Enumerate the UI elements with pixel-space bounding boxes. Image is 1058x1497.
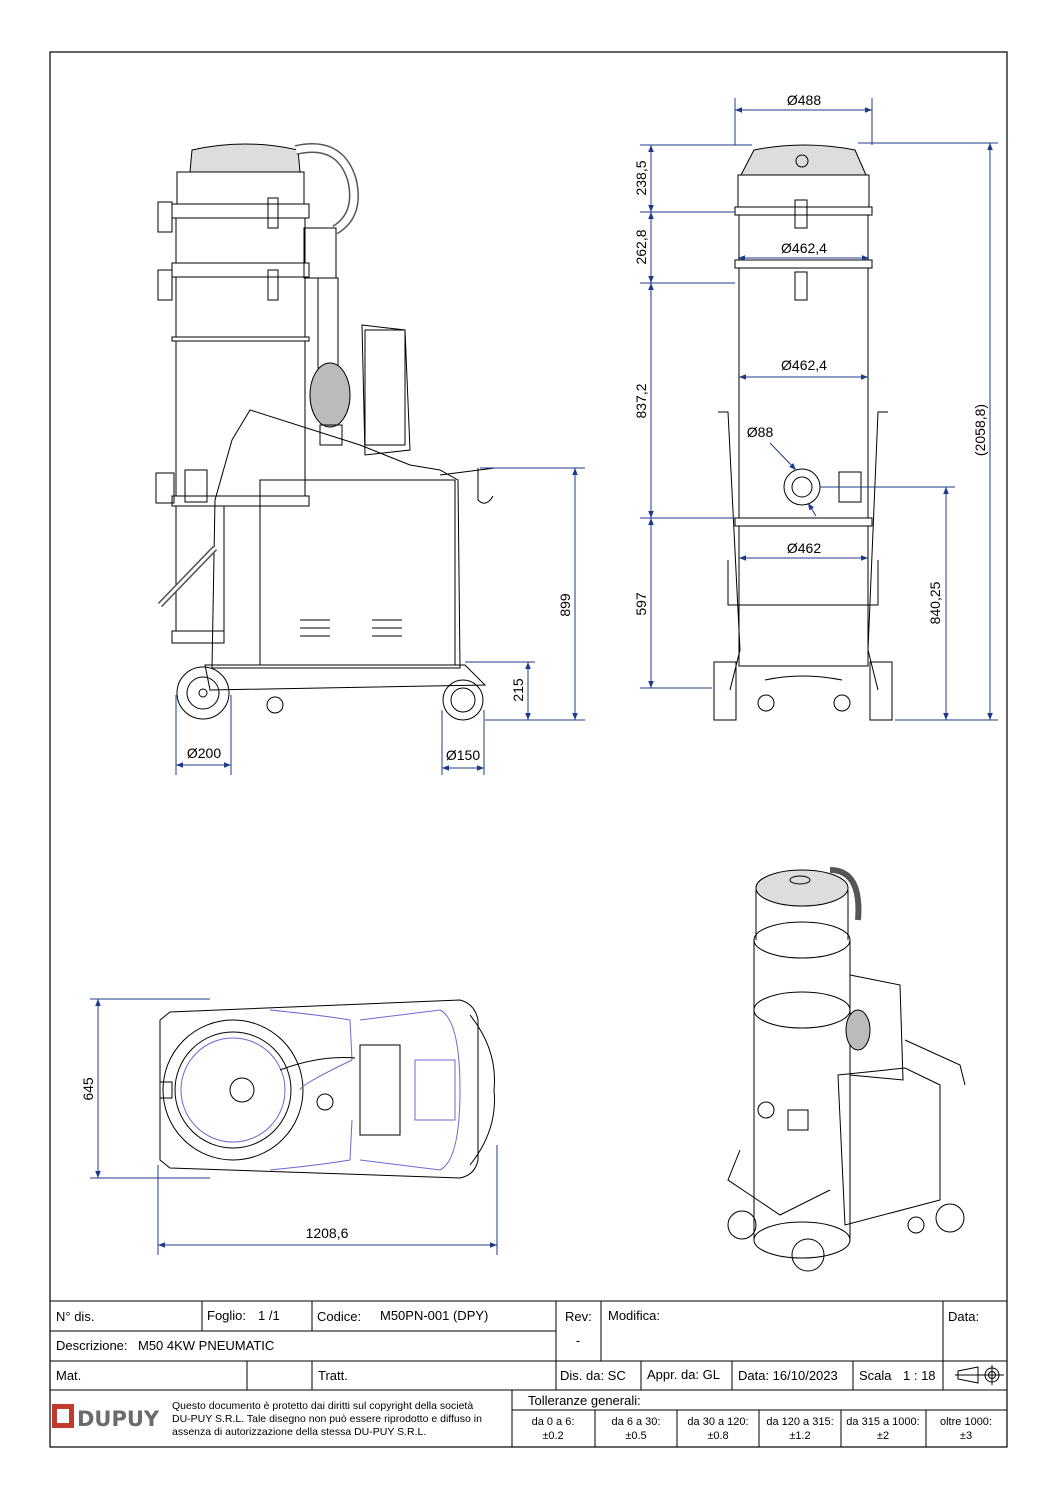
svg-text:DUPUY: DUPUY [77,1407,160,1431]
dim-840-25: 840,25 [927,581,943,624]
approved-by: Appr. da: GL [647,1367,720,1382]
isometric-view [727,867,966,1272]
dim-262-8: 262,8 [633,229,649,264]
description-label: Descrizione: [56,1338,128,1353]
dim-wheel-150: Ø150 [446,747,480,763]
issue-date: Data: 16/10/2023 [738,1368,838,1383]
dim-dia-88: Ø88 [747,424,774,440]
tolerance-range: da 30 a 120: [687,1416,748,1428]
code-value: M50PN-001 (DPY) [380,1308,488,1323]
tolerance-value: ±0.2 [542,1430,563,1442]
drawing-number-label: N° dis. [56,1309,94,1324]
dim-1208-6: 1208,6 [306,1225,349,1241]
description-value: M50 4KW PNEUMATIC [138,1338,274,1353]
tolerance-range: oltre 1000: [940,1416,992,1428]
drawn-by: Dis. da: SC [560,1368,626,1383]
dim-645: 645 [80,1077,96,1101]
rev-value: - [576,1333,580,1348]
copyright-line-1: Questo documento è protetto dai diritti … [172,1400,473,1412]
tolerance-value: ±3 [960,1430,972,1442]
tolerance-table: da 0 a 6: ±0.2 da 6 a 30: ±0.5 da 30 a 1… [532,1416,992,1442]
copyright-line-2: DU-PUY S.R.L. Tale disegno non può esser… [172,1413,482,1425]
sheet-label: Foglio: [207,1308,246,1323]
tolerance-range: da 120 a 315: [766,1416,833,1428]
tolerances-title: Tolleranze generali: [528,1393,641,1408]
front-view-dimensions [175,467,585,775]
tolerance-value: ±0.5 [625,1430,646,1442]
side-view [713,144,893,721]
projection-symbol-icon [955,1365,1004,1385]
title-block [50,1300,1007,1447]
tolerance-range: da 0 a 6: [532,1416,575,1428]
dim-dia-488: Ø488 [787,92,821,108]
tolerance-range: da 6 a 30: [612,1416,661,1428]
rev-label: Rev: [565,1309,592,1324]
dim-2058-8: (2058,8) [972,404,988,456]
top-view [159,999,495,1179]
copyright-line-3: assenza di autorizzazione della stessa D… [172,1426,426,1438]
dim-899: 899 [557,593,573,617]
scale-label: Scala [859,1368,892,1383]
dim-238-5: 238,5 [633,160,649,195]
tolerance-value: ±0.8 [707,1430,728,1442]
dupuy-logo: DUPUY [52,1404,160,1431]
date-label: Data: [948,1309,979,1324]
dim-837-2: 837,2 [633,383,649,418]
side-view-dimensions [640,98,998,721]
tolerance-value: ±1.2 [789,1430,810,1442]
sheet-border [49,51,1008,1448]
material-label: Mat. [56,1368,81,1383]
dim-dia-462-4-mid: Ø462,4 [781,357,827,373]
tolerance-value: ±2 [877,1430,889,1442]
dim-dia-462-4-top: Ø462,4 [781,240,827,256]
modification-label: Modifica: [608,1308,660,1323]
dim-215: 215 [510,678,526,702]
top-view-dimensions [90,998,498,1255]
treatment-label: Tratt. [318,1368,348,1383]
dim-597: 597 [633,592,649,616]
scale-value: 1 : 18 [903,1368,936,1383]
tolerance-range: da 315 a 1000: [846,1416,919,1428]
front-view [155,143,496,721]
sheet-value: 1 /1 [258,1308,280,1323]
code-label: Codice: [317,1309,361,1324]
dim-dia-462: Ø462 [787,540,821,556]
dim-wheel-200: Ø200 [187,745,221,761]
